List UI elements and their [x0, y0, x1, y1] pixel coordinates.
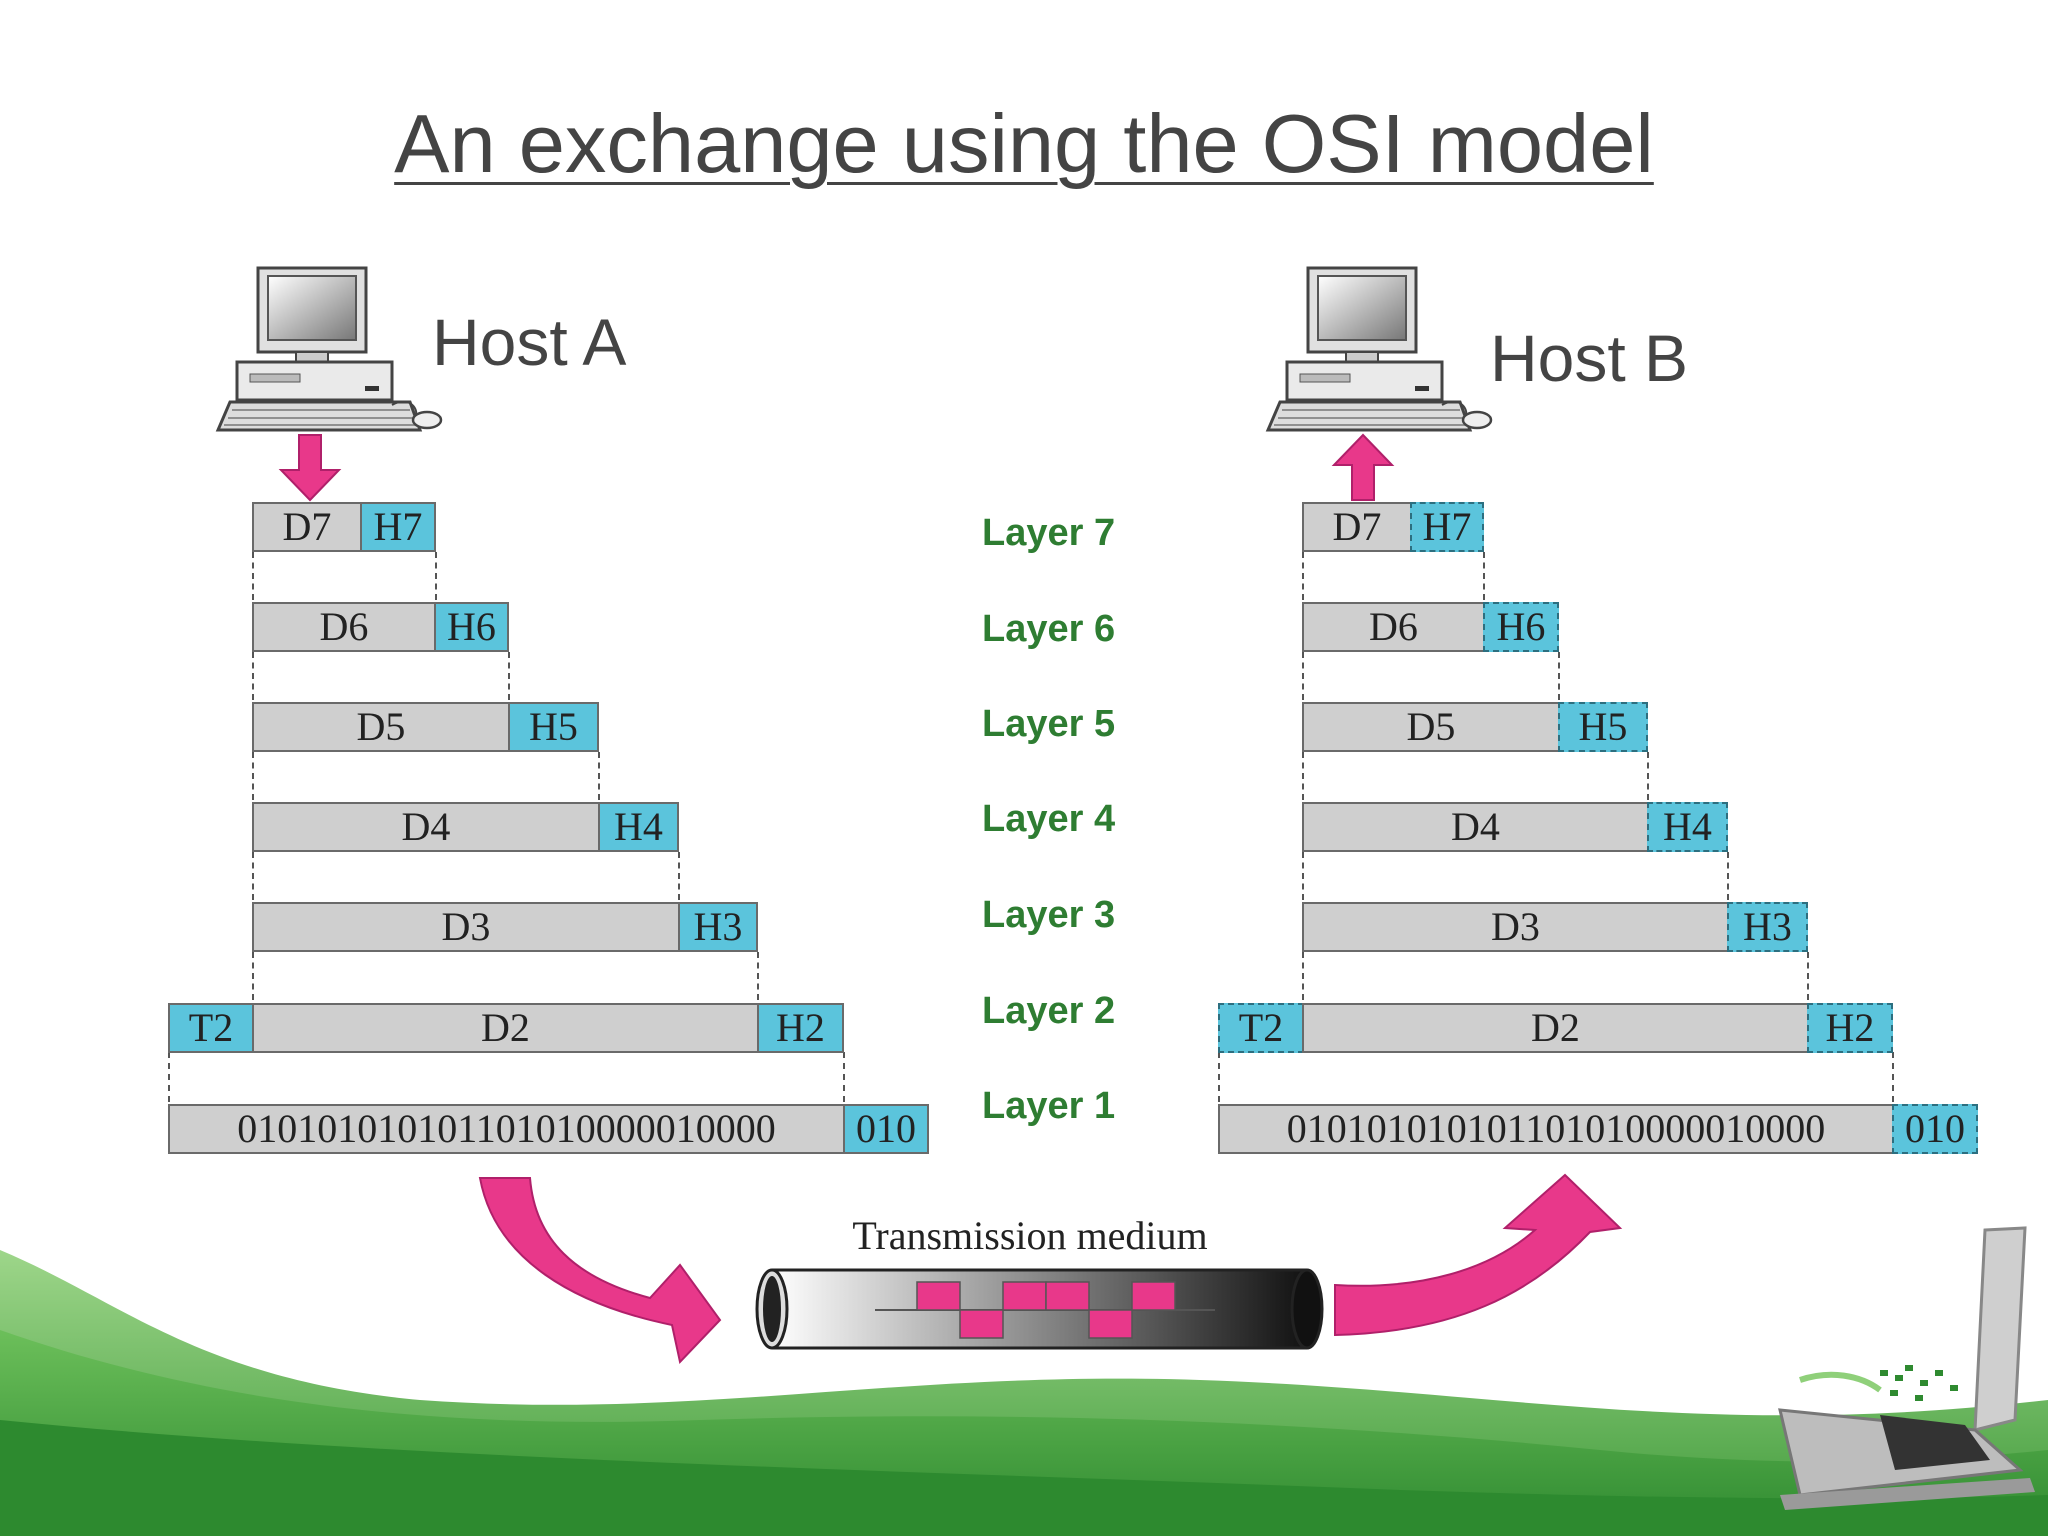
host-a-computer-icon — [215, 266, 443, 432]
transmission-medium-label: Transmission medium — [852, 1213, 1208, 1258]
data-d4: D4 — [1302, 802, 1649, 852]
connector-line — [1647, 752, 1649, 800]
connector-line — [1892, 1052, 1894, 1102]
header-h5: H5 — [508, 702, 599, 752]
host-b-computer-icon — [1265, 266, 1493, 432]
header-h3: H3 — [678, 902, 758, 952]
connector-line — [1727, 852, 1729, 900]
header-h7: H7 — [1410, 502, 1484, 552]
trailer-t2: T2 — [168, 1003, 254, 1053]
green-hills-decoration — [0, 1250, 2048, 1536]
curved-arrow-from-medium-icon — [1334, 1173, 1623, 1337]
header-h6: H6 — [434, 602, 509, 652]
host-a-label: Host A — [432, 305, 627, 379]
connector-line — [435, 552, 437, 600]
connector-line — [678, 852, 680, 900]
header-h7: H7 — [360, 502, 436, 552]
data-d7: D7 — [252, 502, 362, 552]
connector-line — [1807, 952, 1809, 1000]
header-h3: H3 — [1727, 902, 1808, 952]
connector-line — [598, 752, 600, 800]
header-h4: H4 — [598, 802, 679, 852]
connector-line — [252, 752, 254, 800]
data-d3: D3 — [1302, 902, 1729, 952]
connector-line — [1302, 552, 1304, 600]
down-arrow-icon — [278, 434, 342, 502]
connector-line — [1302, 752, 1304, 800]
header-h4: H4 — [1647, 802, 1728, 852]
trailer-t2: T2 — [1218, 1003, 1304, 1053]
curved-arrow-to-medium-icon — [478, 1177, 722, 1365]
data-d3: D3 — [252, 902, 680, 952]
layer-label-4: Layer 4 — [982, 798, 1116, 840]
layer-label-2: Layer 2 — [982, 990, 1116, 1032]
header-h5: H5 — [1558, 702, 1648, 752]
data-d5: D5 — [252, 702, 510, 752]
connector-line — [1218, 1052, 1220, 1102]
layer-label-3: Layer 3 — [982, 894, 1116, 936]
connector-line — [757, 952, 759, 1000]
data-d2: D2 — [1302, 1003, 1809, 1053]
connector-line — [252, 552, 254, 600]
connector-line — [508, 652, 510, 700]
laptop-icon — [1778, 1226, 2035, 1510]
connector-line — [843, 1052, 845, 1102]
data-d7: D7 — [1302, 502, 1412, 552]
transmission-medium-tube — [755, 1268, 1324, 1350]
up-arrow-icon — [1331, 433, 1395, 501]
connector-line — [168, 1052, 170, 1102]
bitstream: 010101010101101010000010000 — [1218, 1104, 1894, 1154]
data-d6: D6 — [252, 602, 436, 652]
data-d2: D2 — [252, 1003, 759, 1053]
page-title: An exchange using the OSI model — [394, 97, 1654, 190]
connector-line — [252, 852, 254, 900]
host-b-label: Host B — [1490, 321, 1689, 395]
header-h2: H2 — [757, 1003, 844, 1053]
layer-label-1: Layer 1 — [982, 1085, 1116, 1127]
header-h2: H2 — [1807, 1003, 1893, 1053]
bitstream-header: 010 — [843, 1104, 929, 1154]
bitstream: 010101010101101010000010000 — [168, 1104, 845, 1154]
layer-label-5: Layer 5 — [982, 703, 1116, 745]
data-d4: D4 — [252, 802, 600, 852]
layer-label-7: Layer 7 — [982, 512, 1116, 554]
connector-line — [1558, 652, 1560, 700]
connector-line — [252, 652, 254, 700]
connector-line — [252, 952, 254, 1000]
layer-label-6: Layer 6 — [982, 608, 1116, 650]
connector-line — [1302, 652, 1304, 700]
data-d6: D6 — [1302, 602, 1485, 652]
bitstream-header: 010 — [1892, 1104, 1978, 1154]
connector-line — [1483, 552, 1485, 600]
connector-line — [1302, 852, 1304, 900]
data-d5: D5 — [1302, 702, 1560, 752]
header-h6: H6 — [1483, 602, 1559, 652]
connector-line — [1302, 952, 1304, 1000]
